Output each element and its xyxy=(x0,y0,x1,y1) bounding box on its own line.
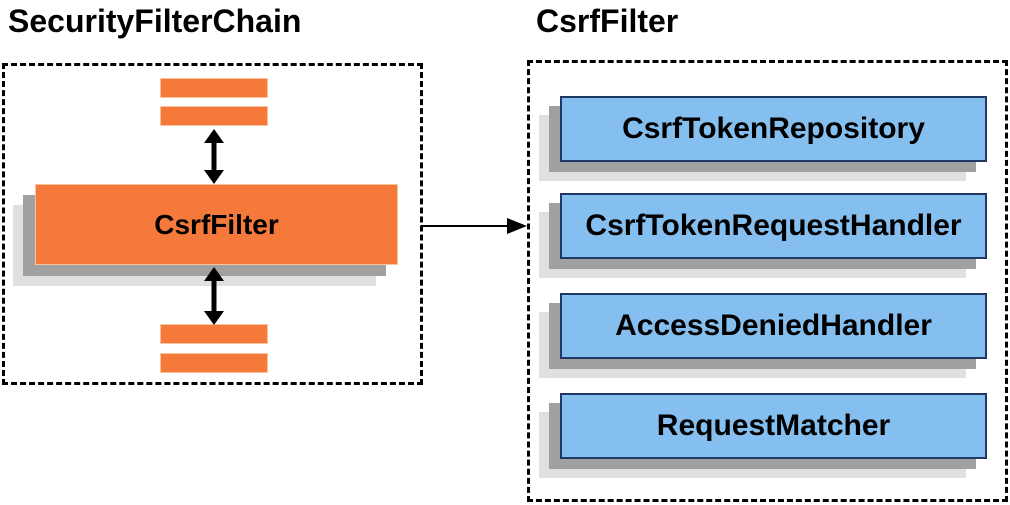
access-denied-handler-box: AccessDeniedHandler xyxy=(560,293,987,359)
double-arrow-icon xyxy=(202,267,226,325)
filter-bar xyxy=(160,324,268,344)
csrf-filter-container: CsrfTokenRepository CsrfTokenRequestHand… xyxy=(527,60,1008,502)
filter-bar xyxy=(160,353,268,373)
csrf-filter-title: CsrfFilter xyxy=(536,3,679,39)
double-arrow-icon xyxy=(202,129,226,184)
security-filter-chain-container: CsrfFilter xyxy=(2,63,423,385)
csrf-token-repository-box: CsrfTokenRepository xyxy=(560,96,987,162)
filter-bar xyxy=(160,106,268,126)
filter-bar xyxy=(160,78,268,98)
arrow-right-icon xyxy=(421,217,527,235)
request-matcher-box: RequestMatcher xyxy=(560,393,987,459)
csrf-token-request-handler-box: CsrfTokenRequestHandler xyxy=(560,193,987,259)
security-filter-chain-title: SecurityFilterChain xyxy=(8,3,302,39)
csrf-filter-box: CsrfFilter xyxy=(35,184,398,265)
